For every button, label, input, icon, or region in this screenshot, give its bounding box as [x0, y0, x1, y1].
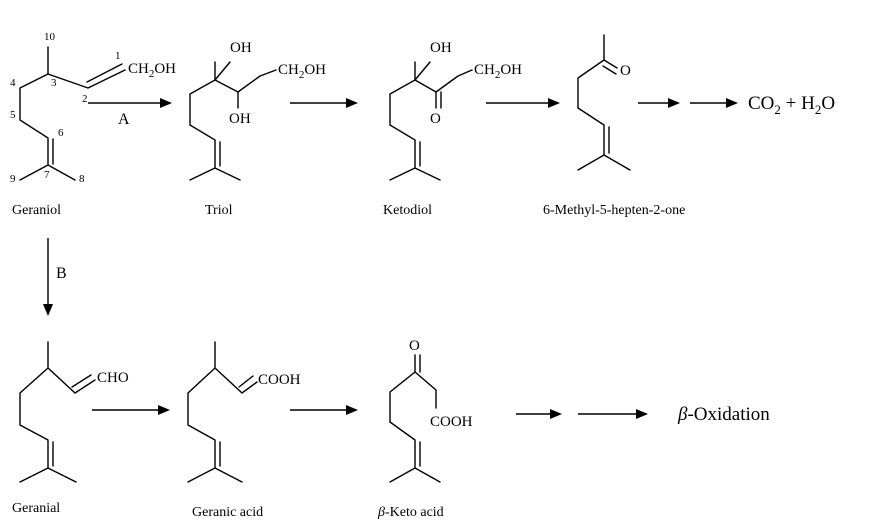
geranial-structure: CHO	[19, 341, 129, 483]
svg-text:O: O	[430, 111, 441, 127]
geranic-acid-label: Geranic acid	[192, 505, 263, 520]
svg-text:CH2OH: CH2OH	[474, 62, 522, 81]
arrow-ketodiol-to-methylheptenone	[486, 98, 560, 108]
svg-text:COOH: COOH	[430, 414, 473, 430]
ketodiol-structure: OH O CH2OH	[389, 40, 522, 181]
arrow-triol-to-ketodiol	[290, 98, 358, 108]
methylheptenone-structure: O	[577, 34, 631, 171]
co2-h2o-products: CO2 + H2O	[748, 93, 835, 117]
svg-text:OH: OH	[230, 40, 252, 56]
svg-text:OH: OH	[430, 40, 452, 56]
svg-text:COOH: COOH	[258, 372, 301, 388]
geranial-label: Geranial	[12, 501, 60, 516]
ketodiol-label: Ketodiol	[383, 203, 432, 218]
geraniol-label: Geraniol	[12, 203, 61, 218]
svg-text:CH2OH: CH2OH	[128, 61, 176, 80]
step-a-label: A	[118, 111, 130, 128]
geranic-acid-structure: COOH	[187, 341, 301, 483]
step-b-arrow	[43, 238, 53, 316]
svg-text:7: 7	[44, 169, 50, 181]
arrow-keto-acid-to-oxidation-1	[516, 409, 562, 419]
arrow-keto-acid-to-oxidation-2	[578, 409, 648, 419]
svg-text:O: O	[409, 338, 420, 354]
triol-label: Triol	[205, 203, 233, 218]
keto-acid-structure: O COOH	[389, 338, 473, 483]
svg-text:CHO: CHO	[97, 370, 129, 386]
arrow-geranic-acid-to-keto-acid	[290, 405, 358, 415]
arrow-methylheptenone-to-products-1	[638, 98, 680, 108]
triol-structure: OH OH CH2OH	[189, 40, 326, 181]
svg-text:2: 2	[82, 93, 88, 105]
svg-text:OH: OH	[229, 111, 251, 127]
svg-text:4: 4	[10, 77, 16, 89]
keto-acid-label: β-Keto acid	[377, 505, 444, 520]
svg-text:1: 1	[115, 50, 121, 62]
svg-text:5: 5	[10, 109, 16, 121]
geraniol-structure: CH2OH 10 1 2 3 4 5 6 7 8 9	[10, 31, 176, 185]
arrow-geranial-to-geranic-acid	[92, 405, 170, 415]
svg-text:10: 10	[44, 31, 56, 43]
beta-oxidation-label: β-Oxidation	[677, 404, 770, 425]
svg-text:8: 8	[79, 173, 85, 185]
arrow-methylheptenone-to-products-2	[690, 98, 738, 108]
svg-text:3: 3	[51, 77, 57, 89]
step-b-label: B	[56, 265, 67, 282]
svg-text:6: 6	[58, 127, 64, 139]
svg-text:CH2OH: CH2OH	[278, 62, 326, 81]
step-a-arrow	[88, 98, 172, 108]
svg-text:O: O	[620, 63, 631, 79]
svg-text:9: 9	[10, 173, 16, 185]
methylheptenone-label: 6-Methyl-5-hepten-2-one	[543, 203, 685, 218]
